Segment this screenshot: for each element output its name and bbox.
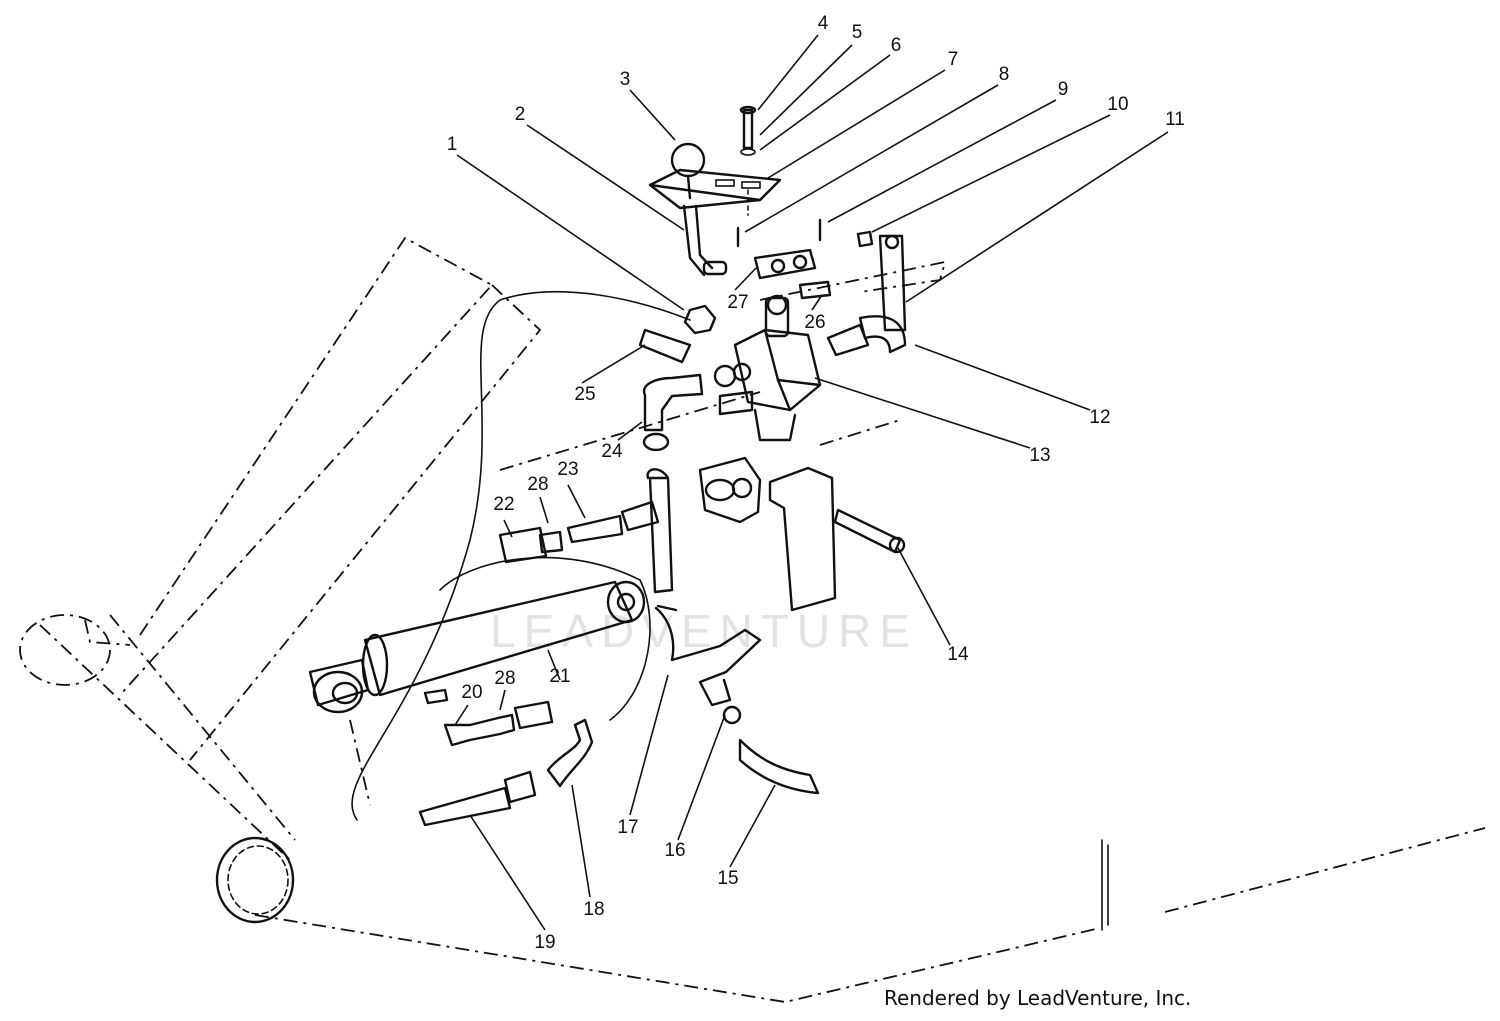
hydraulic-tubes — [498, 468, 762, 707]
control-lever-assembly — [648, 105, 782, 277]
callout-17: 17 — [617, 817, 638, 838]
callout-26: 26 — [804, 312, 825, 333]
callout-25: 25 — [574, 384, 595, 405]
credit-text: Rendered by LeadVenture, Inc. — [884, 986, 1192, 1010]
valve-bracket — [698, 456, 906, 612]
callout-4: 4 — [818, 13, 829, 34]
frame-tube — [19, 614, 296, 924]
cylinder-fittings — [351, 290, 691, 827]
callout-7: 7 — [948, 49, 959, 70]
callout-5: 5 — [852, 22, 863, 43]
callout-27: 27 — [727, 292, 748, 313]
callout-6: 6 — [891, 35, 902, 56]
callout-16: 16 — [664, 840, 685, 861]
callout-18: 18 — [583, 899, 604, 920]
valve-linkage — [736, 218, 907, 332]
callout-leaders — [454, 34, 1169, 931]
return-hose — [722, 705, 820, 795]
callout-9: 9 — [1058, 79, 1069, 100]
callout-2: 2 — [515, 104, 526, 125]
callout-13: 13 — [1029, 445, 1050, 466]
valve-fittings — [638, 304, 907, 452]
control-valve — [713, 294, 822, 442]
callout-14: 14 — [947, 644, 969, 665]
callout-22: 22 — [493, 494, 514, 515]
callout-28-lower: 28 — [494, 668, 515, 689]
callout-15: 15 — [717, 868, 738, 889]
callout-19: 19 — [534, 932, 555, 953]
callout-20: 20 — [461, 682, 482, 703]
callout-23: 23 — [557, 459, 578, 480]
callout-21: 21 — [549, 666, 570, 687]
callout-24: 24 — [601, 441, 623, 462]
watermark-text: LEADVENTURE — [490, 605, 918, 657]
callout-1: 1 — [447, 134, 458, 155]
callout-3: 3 — [620, 69, 631, 90]
hydraulic-cylinder — [308, 580, 646, 714]
callout-labels: 1 2 3 4 5 6 7 8 9 10 11 12 13 14 15 16 1… — [447, 13, 1185, 953]
callout-8: 8 — [999, 64, 1010, 85]
callout-28-upper: 28 — [527, 474, 548, 495]
callout-10: 10 — [1107, 94, 1128, 115]
frame-outline — [84, 236, 1486, 1003]
callout-11: 11 — [1165, 109, 1185, 130]
callout-12: 12 — [1089, 407, 1110, 428]
